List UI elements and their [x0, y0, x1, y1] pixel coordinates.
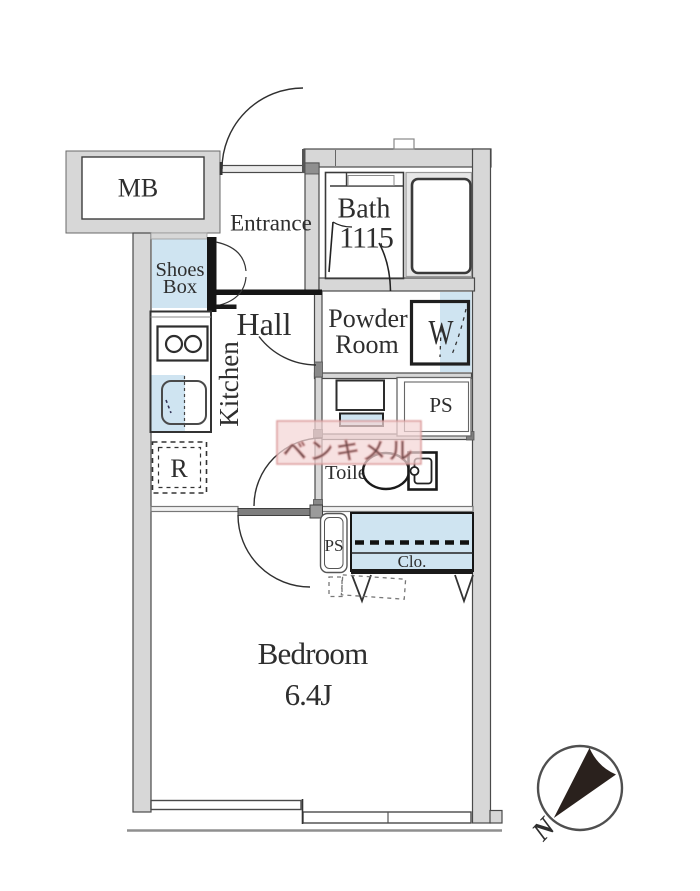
svg-text:R: R: [170, 454, 188, 483]
svg-text:Bedroom: Bedroom: [258, 636, 368, 671]
svg-text:Hall: Hall: [236, 306, 291, 342]
svg-text:1115: 1115: [339, 222, 393, 255]
svg-text:Powder: Powder: [328, 304, 408, 333]
svg-text:Shoes: Shoes: [156, 259, 205, 281]
svg-text:ベンキメル: ベンキメル: [283, 439, 416, 465]
svg-text:Kitchen: Kitchen: [214, 341, 244, 427]
svg-text:Box: Box: [163, 276, 197, 298]
svg-text:Room: Room: [335, 330, 399, 359]
svg-text:MB: MB: [118, 174, 158, 203]
svg-text:Entrance: Entrance: [230, 211, 312, 236]
svg-text:Toilet: Toilet: [325, 462, 373, 484]
svg-text:Clo.: Clo.: [398, 552, 427, 571]
svg-text:Bath: Bath: [338, 194, 391, 225]
svg-text:6.4J: 6.4J: [285, 677, 333, 712]
svg-text:PS: PS: [429, 393, 452, 417]
svg-text:PS: PS: [325, 536, 344, 555]
